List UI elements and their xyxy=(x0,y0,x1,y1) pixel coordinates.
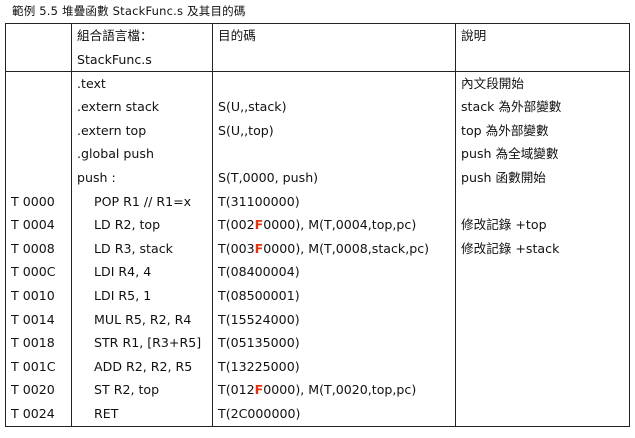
note-cell: 內文段開始 xyxy=(455,71,630,96)
object-code-prefix: T(003 xyxy=(218,240,255,256)
note-cell xyxy=(455,260,630,284)
address-cell: T 0018 xyxy=(5,331,72,355)
source-code-cell: MUL R5, R2, R4 xyxy=(71,307,213,332)
note-cell: push 為全域變數 xyxy=(455,142,630,166)
figure-caption: 範例 5.5 堆疊函數 StackFunc.s 及其目的碼 xyxy=(12,4,246,18)
source-code-cell: .extern top xyxy=(71,118,213,143)
address-cell xyxy=(5,165,72,190)
source-code-cell: POP R1 // R1=x xyxy=(71,189,213,214)
source-code-cell: LDI R4, 4 xyxy=(71,260,213,284)
source-code-cell: .extern stack xyxy=(71,95,213,119)
object-code-cell xyxy=(212,142,456,166)
object-code-cell: T(002F0000), M(T,0004,top,pc) xyxy=(212,213,456,237)
address-cell: T 0024 xyxy=(5,401,72,426)
source-code-cell: LDI R5, 1 xyxy=(71,283,213,308)
address-cell xyxy=(5,142,72,166)
object-code-cell: T(13225000) xyxy=(212,354,456,379)
note-cell: top 為外部變數 xyxy=(455,118,630,143)
source-code-cell: ADD R2, R2, R5 xyxy=(71,354,213,379)
note-cell: 修改記錄 +stack xyxy=(455,236,630,261)
header-row-1: 組合語言檔： 目的碼 說明 xyxy=(5,23,630,48)
header-address-cell xyxy=(5,23,72,48)
table-row: .global push push 為全域變數 xyxy=(5,142,630,166)
source-code-cell: .text xyxy=(71,71,213,96)
object-code-cell: T(05135000) xyxy=(212,331,456,355)
object-code-suffix: 0000), M(T,0008,stack,pc) xyxy=(263,240,430,256)
object-code-highlight: F xyxy=(254,382,264,398)
header-source-filename: StackFunc.s xyxy=(71,47,213,72)
note-cell: 修改記錄 +top xyxy=(455,213,630,237)
header-notes: 說明 xyxy=(455,23,630,48)
header-object-code: 目的碼 xyxy=(212,23,456,48)
source-code-cell: ST R2, top xyxy=(71,378,213,402)
source-code-cell: push : xyxy=(71,165,213,190)
object-code-prefix: T(012 xyxy=(218,382,255,398)
address-cell: T 0010 xyxy=(5,283,72,308)
object-code-cell: T(08500001) xyxy=(212,283,456,308)
source-code-cell: LD R2, top xyxy=(71,213,213,237)
note-cell xyxy=(455,189,630,214)
object-code-cell: T(15524000) xyxy=(212,307,456,332)
object-code-cell: T(003F0000), M(T,0008,stack,pc) xyxy=(212,236,456,261)
object-code-cell: S(U,,stack) xyxy=(212,95,456,119)
address-cell: T 0008 xyxy=(5,236,72,261)
address-cell: T 0020 xyxy=(5,378,72,402)
address-cell: T 000C xyxy=(5,260,72,284)
object-code-cell xyxy=(212,71,456,96)
address-cell xyxy=(5,118,72,143)
object-code-highlight: F xyxy=(254,240,264,256)
header-source-file: 組合語言檔： xyxy=(71,23,213,48)
address-cell xyxy=(5,71,72,96)
note-cell xyxy=(455,283,630,308)
source-code-cell: STR R1, [R3+R5] xyxy=(71,331,213,355)
address-cell: T 0014 xyxy=(5,307,72,332)
source-code-cell: LD R3, stack xyxy=(71,236,213,261)
object-code-prefix: T(002 xyxy=(218,217,255,233)
table-row: .text 內文段開始 xyxy=(5,71,630,96)
note-cell: push 函數開始 xyxy=(455,165,630,190)
object-code-cell: T(2C000000) xyxy=(212,401,456,426)
source-code-cell: .global push xyxy=(71,142,213,166)
object-code-cell: T(08400004) xyxy=(212,260,456,284)
address-cell xyxy=(5,95,72,119)
note-cell xyxy=(455,331,630,355)
object-code-suffix: 0000), M(T,0020,top,pc) xyxy=(263,382,417,398)
address-cell: T 0004 xyxy=(5,213,72,237)
table-row: push :S(T,0000, push)push 函數開始 xyxy=(5,165,630,190)
object-code-highlight: F xyxy=(254,217,264,233)
object-code-cell: S(T,0000, push) xyxy=(212,165,456,190)
source-code-cell: RET xyxy=(71,401,213,426)
note-cell xyxy=(455,378,630,402)
object-code-cell: T(012F0000), M(T,0020,top,pc) xyxy=(212,378,456,402)
object-code-suffix: 0000), M(T,0004,top,pc) xyxy=(263,217,417,233)
note-cell xyxy=(455,307,630,332)
note-cell xyxy=(455,401,630,426)
object-code-cell: S(U,,top) xyxy=(212,118,456,143)
object-code-cell: T(31100000) xyxy=(212,189,456,214)
address-cell: T 001C xyxy=(5,354,72,379)
address-cell: T 0000 xyxy=(5,189,72,214)
note-cell xyxy=(455,354,630,379)
note-cell: stack 為外部變數 xyxy=(455,95,630,119)
header-row-2: StackFunc.s xyxy=(5,47,630,72)
